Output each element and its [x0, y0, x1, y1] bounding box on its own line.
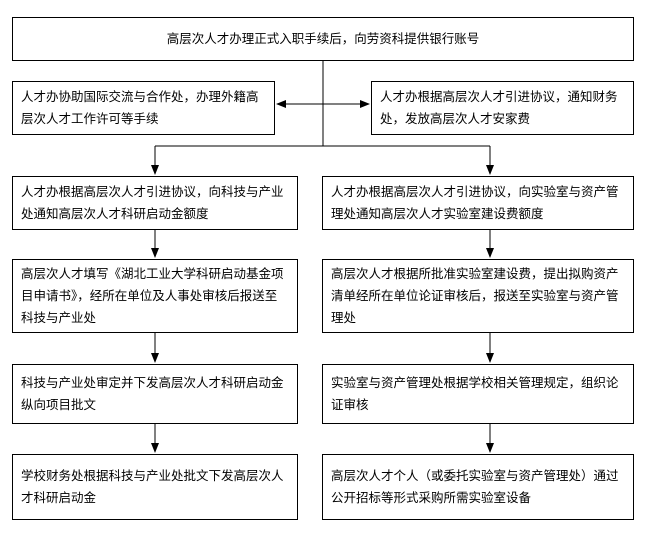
right-step-3-box: 实验室与资产管理处根据学校相关管理规定，组织论证审核 — [322, 364, 634, 424]
left-branch-text: 人才办协助国际交流与合作处，办理外籍高层次人才工作许可等手续 — [21, 89, 259, 126]
left-step-3-text: 科技与产业处审定并下发高层次人才科研启动金纵向项目批文 — [21, 375, 284, 412]
top-step-box: 高层次人才办理正式入职手续后，向劳资科提供银行账号 — [12, 17, 634, 61]
left-step-1-box: 人才办根据高层次人才引进协议，向科技与产业处通知高层次人才科研启动金额度 — [12, 176, 298, 230]
left-step-2-text: 高层次人才填写《湖北工业大学科研启动基金项目申请书》，经所在单位及人事处审核后报… — [21, 266, 284, 325]
right-step-1-text: 人才办根据高层次人才引进协议，向实验室与资产管理处通知高层次人才实验室建设费额度 — [331, 184, 619, 221]
left-step-3-box: 科技与产业处审定并下发高层次人才科研启动金纵向项目批文 — [12, 364, 298, 424]
left-step-2-box: 高层次人才填写《湖北工业大学科研启动基金项目申请书》，经所在单位及人事处审核后报… — [12, 259, 298, 333]
right-step-4-box: 高层次人才个人（或委托实验室与资产管理处）通过公开招标等形式采购所需实验室设备 — [322, 454, 634, 520]
right-step-2-box: 高层次人才根据所批准实验室建设费，提出拟购资产清单经所在单位论证审核后，报送至实… — [322, 259, 634, 333]
right-branch-box: 人才办根据高层次人才引进协议，通知财务处，发放高层次人才安家费 — [371, 81, 634, 135]
right-step-1-box: 人才办根据高层次人才引进协议，向实验室与资产管理处通知高层次人才实验室建设费额度 — [322, 176, 634, 230]
right-step-2-text: 高层次人才根据所批准实验室建设费，提出拟购资产清单经所在单位论证审核后，报送至实… — [331, 266, 619, 325]
right-step-4-text: 高层次人才个人（或委托实验室与资产管理处）通过公开招标等形式采购所需实验室设备 — [331, 468, 619, 505]
right-step-3-text: 实验室与资产管理处根据学校相关管理规定，组织论证审核 — [331, 375, 619, 412]
right-branch-text: 人才办根据高层次人才引进协议，通知财务处，发放高层次人才安家费 — [380, 89, 618, 126]
left-step-4-text: 学校财务处根据科技与产业处批文下发高层次人才科研启动金 — [21, 468, 284, 505]
left-branch-box: 人才办协助国际交流与合作处，办理外籍高层次人才工作许可等手续 — [12, 81, 275, 135]
top-step-text: 高层次人才办理正式入职手续后，向劳资科提供银行账号 — [166, 31, 480, 46]
left-step-4-box: 学校财务处根据科技与产业处批文下发高层次人才科研启动金 — [12, 454, 298, 520]
left-step-1-text: 人才办根据高层次人才引进协议，向科技与产业处通知高层次人才科研启动金额度 — [21, 184, 284, 221]
